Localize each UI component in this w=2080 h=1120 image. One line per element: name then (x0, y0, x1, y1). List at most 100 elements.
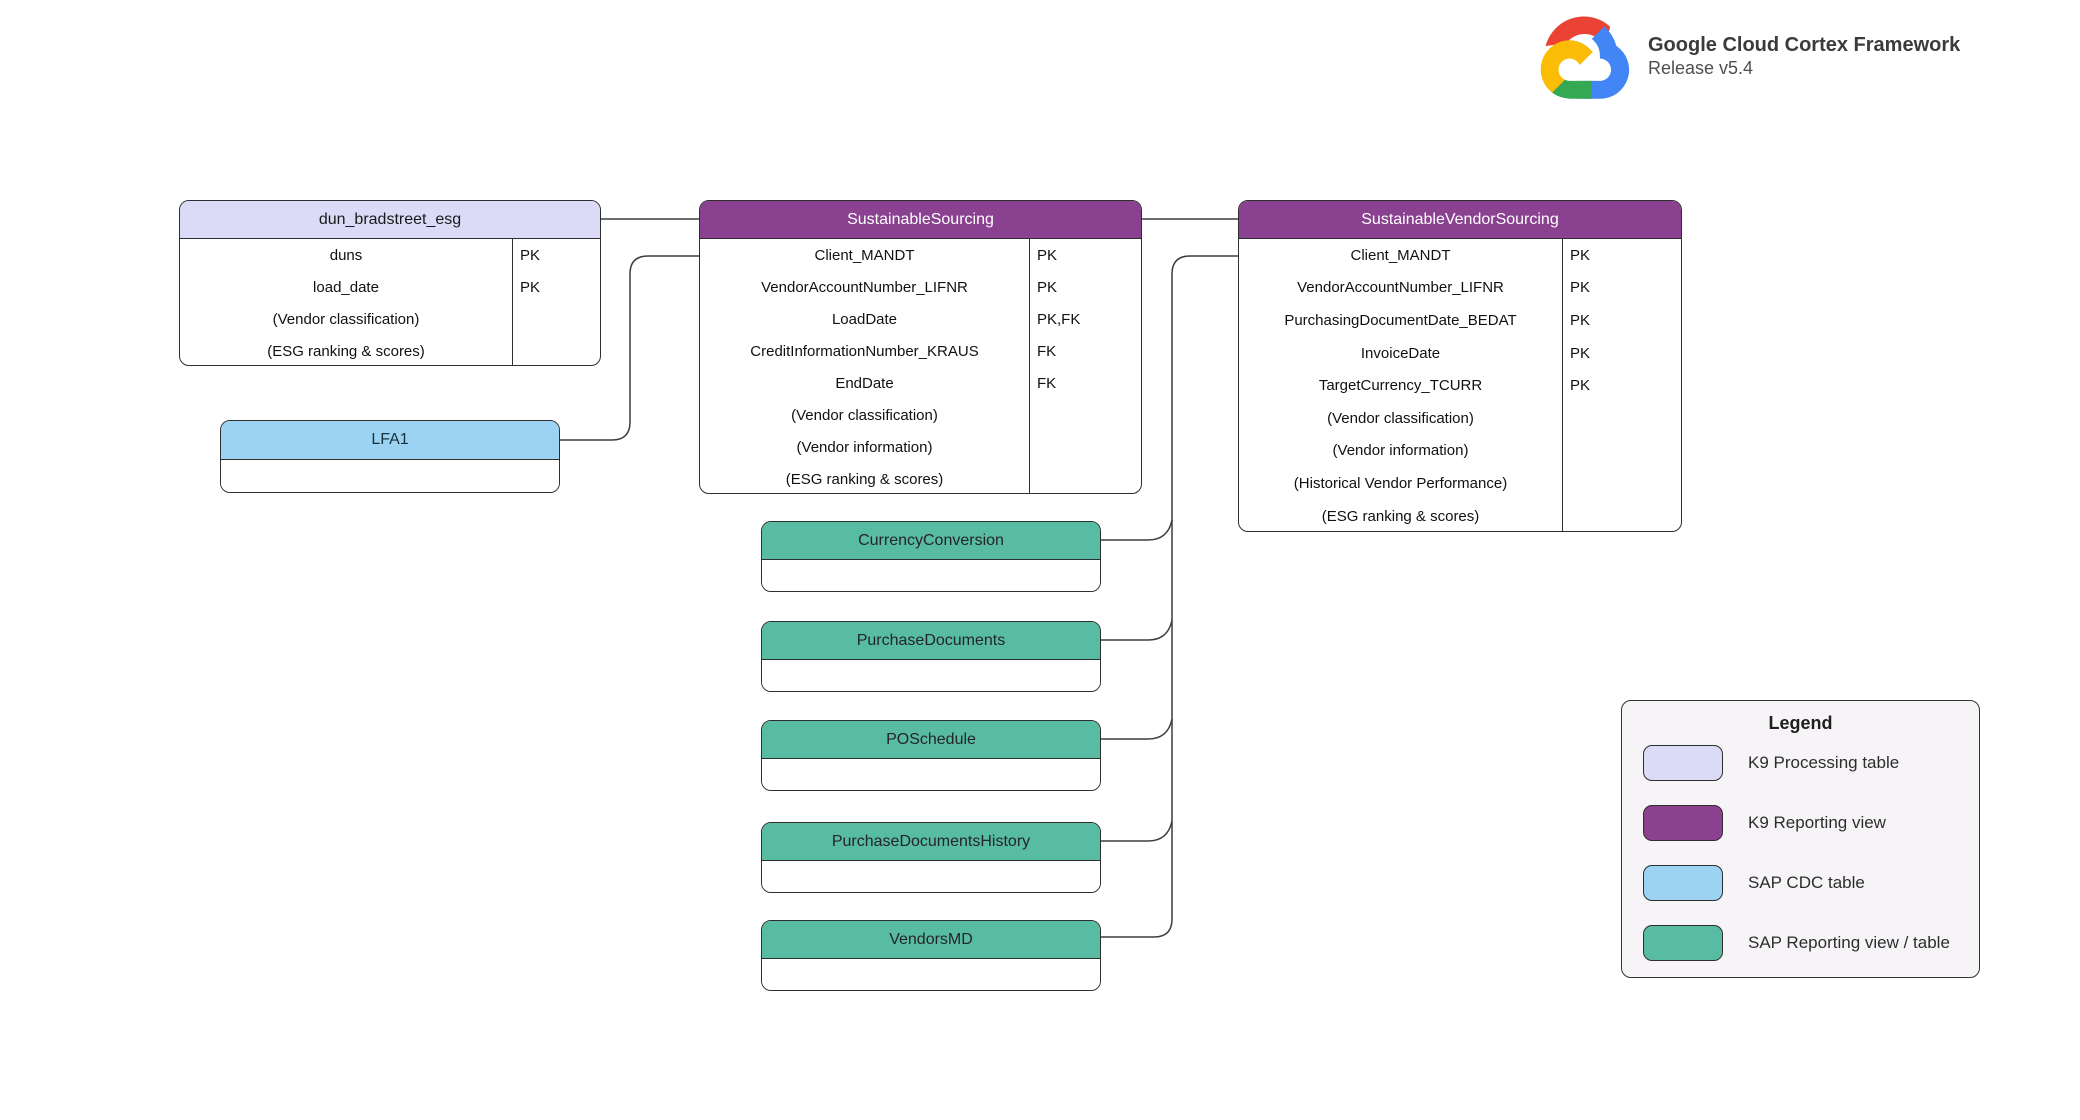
field-name: InvoiceDate (1360, 344, 1441, 362)
table-row: (Historical Vendor Performance) (1239, 467, 1681, 500)
table-row: Client_MANDT PK (700, 239, 1141, 271)
legend-item-k9-processing-table: K9 Processing table (1622, 745, 1979, 781)
field-name: load_date (313, 278, 379, 296)
table-body (762, 660, 1100, 691)
legend-item-sap-reporting-view-table: SAP Reporting view / table (1622, 925, 1979, 961)
brand-header: Google Cloud Cortex Framework Release v5… (1532, 8, 1960, 103)
legend-label: K9 Processing table (1748, 753, 1900, 772)
field-name: (Vendor information) (796, 438, 933, 456)
brand-subtitle: Release v5.4 (1648, 57, 1754, 78)
table-row: (Vendor classification) (180, 303, 600, 335)
field-key: PK (1562, 369, 1681, 402)
table-poschedule: POSchedule (761, 720, 1101, 791)
field-key: PK (1562, 304, 1681, 337)
legend-swatch-k9-processing-table (1643, 745, 1723, 781)
field-name: CreditInformationNumber_KRAUS (750, 342, 979, 360)
field-key (1029, 399, 1141, 431)
field-key: PK (1562, 336, 1681, 370)
field-name: (Vendor classification) (791, 406, 938, 424)
table-purchasedocuments: PurchaseDocuments (761, 621, 1101, 692)
connector-currencyconversion-branch (1101, 519, 1173, 541)
field-key: PK (1562, 271, 1681, 305)
table-header: SustainableVendorSourcing (1239, 201, 1681, 239)
field-name: VendorAccountNumber_LIFNR (1297, 279, 1504, 297)
field-name: VendorAccountNumber_LIFNR (761, 278, 968, 296)
field-name: Client_MANDT (1350, 246, 1451, 264)
table-row: VendorAccountNumber_LIFNR PK (700, 271, 1141, 303)
field-key: FK (1029, 335, 1141, 367)
field-key (1562, 499, 1681, 531)
table-row: CreditInformationNumber_KRAUS FK (700, 335, 1141, 367)
field-name: (Vendor classification) (272, 310, 420, 328)
field-name: EndDate (835, 374, 894, 392)
field-key (1029, 431, 1141, 463)
field-name: (Vendor classification) (1327, 409, 1474, 427)
legend-label: SAP CDC table (1748, 873, 1865, 892)
field-name: (ESG ranking & scores) (1321, 507, 1480, 525)
field-key: PK (512, 239, 600, 271)
field-name: (ESG ranking & scores) (785, 470, 944, 488)
table-row: (Vendor classification) (700, 399, 1141, 431)
table-header: VendorsMD (762, 921, 1100, 959)
field-name: LoadDate (831, 310, 898, 328)
field-name: duns (329, 246, 363, 264)
table-body (762, 959, 1100, 990)
field-key (512, 303, 600, 335)
field-key: PK (1029, 239, 1141, 271)
table-row: PurchasingDocumentDate_BEDAT PK (1239, 304, 1681, 337)
field-key: PK (1029, 271, 1141, 303)
table-row: (ESG ranking & scores) (700, 463, 1141, 493)
table-header: PurchaseDocuments (762, 622, 1100, 660)
table-sustainablevendorsourcing: SustainableVendorSourcing Client_MANDT P… (1238, 200, 1682, 532)
table-dun-bradstreet-esg: dun_bradstreet_esg duns PK load_date PK … (179, 200, 601, 366)
google-cloud-logo-icon (1540, 16, 1630, 99)
legend-label: SAP Reporting view / table (1748, 933, 1950, 952)
table-row: (Vendor information) (700, 431, 1141, 463)
table-row: (ESG ranking & scores) (180, 335, 600, 365)
table-row: TargetCurrency_TCURR PK (1239, 369, 1681, 402)
table-body: duns PK load_date PK (Vendor classificat… (180, 239, 600, 365)
table-row: LoadDate PK,FK (700, 303, 1141, 335)
field-key (1562, 401, 1681, 435)
table-body: Client_MANDT PK VendorAccountNumber_LIFN… (700, 239, 1141, 493)
legend: Legend K9 Processing table K9 Reporting … (1621, 700, 1980, 978)
field-key (512, 335, 600, 365)
table-row: InvoiceDate PK (1239, 336, 1681, 370)
field-key (1562, 467, 1681, 500)
field-key: FK (1029, 367, 1141, 399)
table-body (221, 460, 559, 492)
table-header: PurchaseDocumentsHistory (762, 823, 1100, 861)
table-header: CurrencyConversion (762, 522, 1100, 560)
field-key: PK (1562, 239, 1681, 272)
field-name: (Vendor information) (1332, 442, 1469, 460)
table-row: load_date PK (180, 271, 600, 303)
field-name: (Historical Vendor Performance) (1293, 474, 1508, 492)
table-body (762, 759, 1100, 790)
field-key: PK,FK (1029, 303, 1141, 335)
field-name: TargetCurrency_TCURR (1318, 377, 1483, 395)
connector-purchasedocuments-branch (1101, 619, 1173, 641)
legend-swatch-k9-reporting-view (1643, 805, 1723, 841)
legend-item-sap-cdc-table: SAP CDC table (1622, 865, 1979, 901)
field-name: (ESG ranking & scores) (267, 342, 425, 360)
table-row: (Vendor classification) (1239, 401, 1681, 435)
field-name: Client_MANDT (814, 246, 915, 264)
table-currencyconversion: CurrencyConversion (761, 521, 1101, 592)
field-key (1562, 434, 1681, 468)
field-name: PurchasingDocumentDate_BEDAT (1284, 311, 1517, 329)
table-row: EndDate FK (700, 367, 1141, 399)
table-body (762, 560, 1100, 591)
connector-purchasedocumentshistory-branch (1101, 820, 1173, 842)
table-body: Client_MANDT PK VendorAccountNumber_LIFN… (1239, 239, 1681, 531)
legend-swatch-sap-reporting-view-table (1643, 925, 1723, 961)
table-header: SustainableSourcing (700, 201, 1141, 239)
table-vendorsmd: VendorsMD (761, 920, 1101, 991)
table-header: dun_bradstreet_esg (180, 201, 600, 239)
field-key: PK (512, 271, 600, 303)
brand-title: Google Cloud Cortex Framework (1648, 33, 1961, 56)
table-sustainablesourcing: SustainableSourcing Client_MANDT PK Vend… (699, 200, 1142, 494)
field-key (1029, 463, 1141, 493)
legend-title: Legend (1768, 713, 1833, 733)
table-row: duns PK (180, 239, 600, 271)
